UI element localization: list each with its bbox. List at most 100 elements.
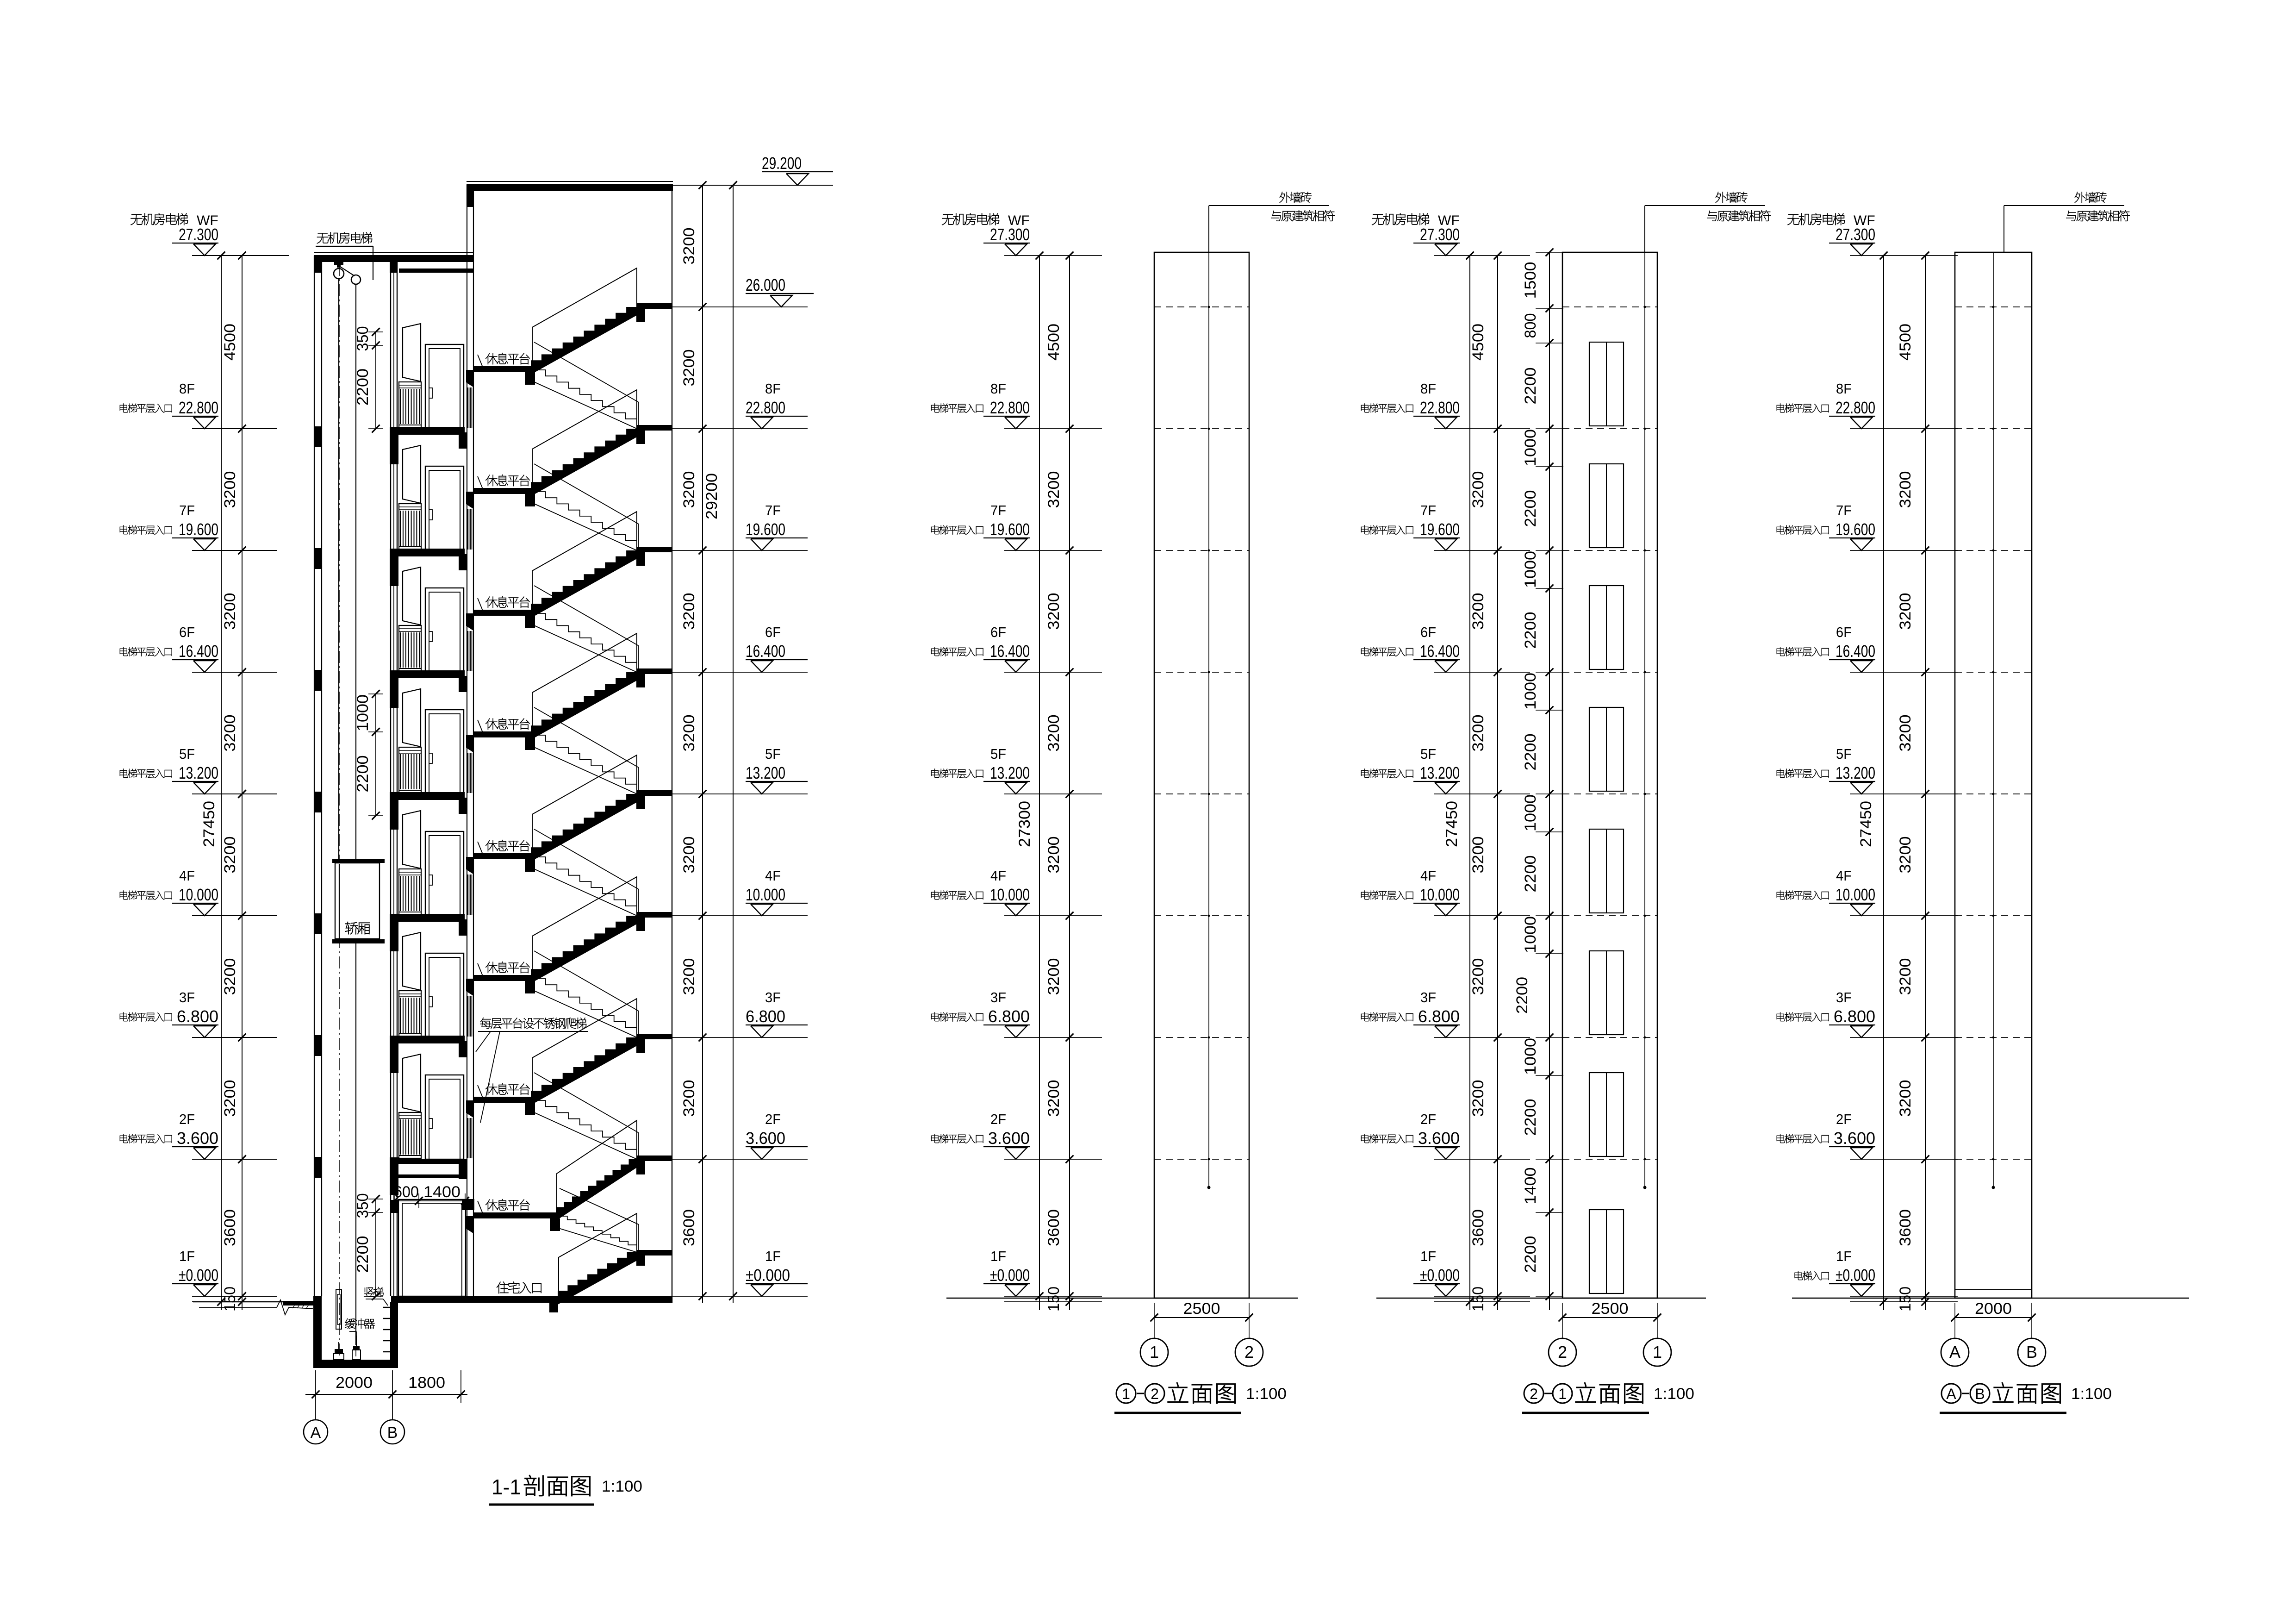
svg-text:3.600: 3.600 <box>1834 1129 1875 1148</box>
svg-text:3200: 3200 <box>1897 715 1914 752</box>
svg-text:2200: 2200 <box>1513 977 1531 1014</box>
svg-text:3200: 3200 <box>221 715 239 752</box>
svg-text:5F: 5F <box>1836 746 1852 762</box>
svg-text:2200: 2200 <box>1522 1236 1539 1273</box>
svg-text:3200: 3200 <box>1897 471 1914 508</box>
svg-text:6F: 6F <box>1836 624 1852 640</box>
svg-text:1F: 1F <box>765 1248 781 1264</box>
svg-text:6F: 6F <box>765 624 781 640</box>
svg-text:27450: 27450 <box>1857 801 1875 847</box>
svg-text:A: A <box>1949 1343 1960 1362</box>
svg-text:3F: 3F <box>765 989 781 1006</box>
svg-text:1000: 1000 <box>1522 673 1539 710</box>
svg-text:2200: 2200 <box>354 369 372 406</box>
svg-text:3200: 3200 <box>1045 837 1063 874</box>
svg-text:3200: 3200 <box>1045 715 1063 752</box>
svg-text:1000: 1000 <box>1522 429 1539 466</box>
svg-text:2200: 2200 <box>1522 734 1539 771</box>
svg-text:1F: 1F <box>1836 1248 1852 1264</box>
svg-text:3200: 3200 <box>1469 1080 1487 1117</box>
svg-text:2000: 2000 <box>336 1374 373 1392</box>
svg-text:2F: 2F <box>179 1111 195 1127</box>
svg-text:2200: 2200 <box>1522 1099 1539 1136</box>
svg-text:3200: 3200 <box>680 958 698 995</box>
svg-text:19.600: 19.600 <box>746 520 785 539</box>
svg-text:150: 150 <box>1045 1287 1063 1312</box>
svg-text:B: B <box>1975 1386 1985 1402</box>
svg-text:±0.000: ±0.000 <box>1420 1266 1460 1285</box>
svg-text:1F: 1F <box>1420 1248 1436 1264</box>
svg-text:3200: 3200 <box>221 471 239 508</box>
svg-text:29200: 29200 <box>703 473 721 519</box>
svg-text:2200: 2200 <box>1522 368 1539 405</box>
svg-text:3600: 3600 <box>1045 1209 1063 1246</box>
svg-text:3600: 3600 <box>1469 1209 1487 1246</box>
svg-text:2: 2 <box>1151 1386 1159 1402</box>
svg-text:3200: 3200 <box>680 350 698 387</box>
svg-text:16.400: 16.400 <box>990 642 1030 661</box>
svg-text:3200: 3200 <box>680 837 698 874</box>
svg-text:3200: 3200 <box>680 593 698 630</box>
svg-text:3200: 3200 <box>680 228 698 265</box>
svg-text:5F: 5F <box>765 746 781 762</box>
svg-text:3200: 3200 <box>680 471 698 508</box>
svg-text:3.600: 3.600 <box>177 1129 218 1148</box>
svg-text:3.600: 3.600 <box>1418 1129 1460 1148</box>
svg-text:7F: 7F <box>1420 502 1436 518</box>
svg-text:5F: 5F <box>1420 746 1436 762</box>
svg-text:29.200: 29.200 <box>762 154 802 173</box>
svg-text:7F: 7F <box>990 502 1006 518</box>
svg-text:A: A <box>311 1424 321 1442</box>
svg-text:3200: 3200 <box>1045 593 1063 630</box>
svg-text:3F: 3F <box>179 989 195 1006</box>
svg-text:3.600: 3.600 <box>988 1129 1030 1148</box>
svg-text:10.000: 10.000 <box>746 885 785 904</box>
svg-text:8F: 8F <box>765 381 781 397</box>
svg-text:350: 350 <box>354 1193 372 1218</box>
svg-text:3200: 3200 <box>1469 958 1487 995</box>
svg-text:27.300: 27.300 <box>179 225 218 244</box>
svg-text:22.800: 22.800 <box>1836 398 1875 417</box>
svg-text:WF: WF <box>197 213 218 228</box>
svg-text:4500: 4500 <box>1897 324 1914 361</box>
svg-text:600: 600 <box>394 1183 419 1201</box>
svg-text:3200: 3200 <box>1897 1080 1914 1117</box>
svg-text:3600: 3600 <box>1897 1209 1914 1246</box>
svg-text:2F: 2F <box>1836 1111 1852 1127</box>
svg-text:3200: 3200 <box>1897 958 1914 995</box>
svg-text:6F: 6F <box>990 624 1006 640</box>
svg-text:13.200: 13.200 <box>179 763 218 782</box>
svg-text:3200: 3200 <box>1045 1080 1063 1117</box>
svg-text:3200: 3200 <box>1469 471 1487 508</box>
svg-text:1000: 1000 <box>1522 916 1539 953</box>
svg-text:2200: 2200 <box>354 1236 372 1273</box>
svg-text:2200: 2200 <box>1522 612 1539 649</box>
svg-text:19.600: 19.600 <box>990 520 1030 539</box>
svg-text:150: 150 <box>1469 1287 1487 1312</box>
svg-text:3200: 3200 <box>1469 837 1487 874</box>
svg-text:6F: 6F <box>179 624 195 640</box>
svg-text:13.200: 13.200 <box>1420 763 1460 782</box>
svg-text:6.800: 6.800 <box>1834 1007 1875 1026</box>
svg-text:3600: 3600 <box>221 1209 239 1246</box>
svg-text:4500: 4500 <box>1045 324 1063 361</box>
svg-text:1500: 1500 <box>1522 262 1539 299</box>
svg-text:3200: 3200 <box>680 1080 698 1117</box>
svg-text:2F: 2F <box>765 1111 781 1127</box>
svg-text:±0.000: ±0.000 <box>1836 1266 1875 1285</box>
svg-text:6F: 6F <box>1420 624 1436 640</box>
svg-text:7F: 7F <box>179 502 195 518</box>
svg-text:6.800: 6.800 <box>1418 1007 1460 1026</box>
svg-text:27.300: 27.300 <box>1836 225 1875 244</box>
svg-text:2F: 2F <box>990 1111 1006 1127</box>
svg-text:3200: 3200 <box>1045 958 1063 995</box>
svg-text:16.400: 16.400 <box>1420 642 1460 661</box>
svg-text:150: 150 <box>221 1287 239 1312</box>
svg-text:3F: 3F <box>1836 989 1852 1006</box>
svg-text:22.800: 22.800 <box>179 398 218 417</box>
svg-text:22.800: 22.800 <box>990 398 1030 417</box>
svg-text:1:100: 1:100 <box>1654 1385 1694 1403</box>
svg-text:4F: 4F <box>1836 868 1852 884</box>
svg-text:10.000: 10.000 <box>990 885 1030 904</box>
svg-text:5F: 5F <box>990 746 1006 762</box>
